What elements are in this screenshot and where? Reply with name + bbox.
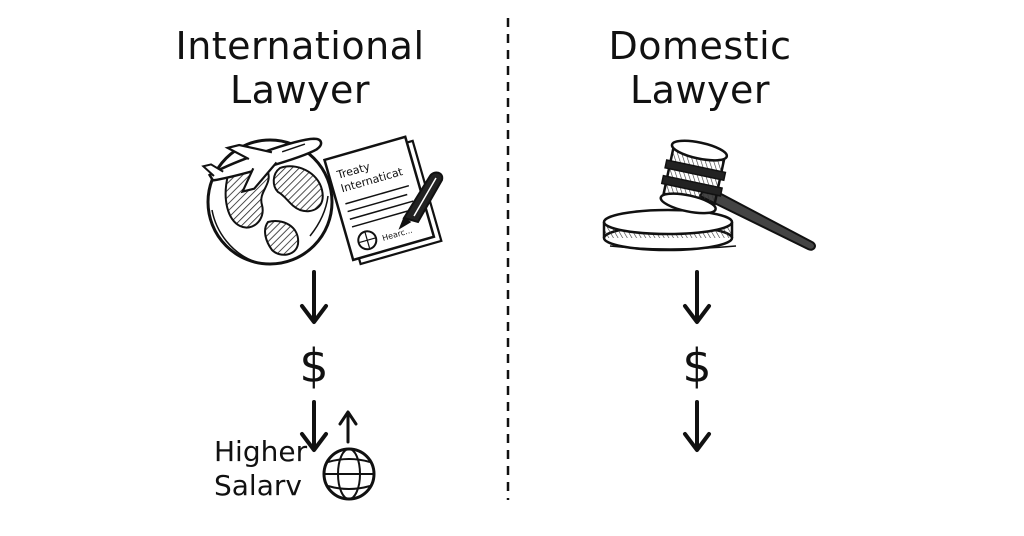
small-globe-icon bbox=[322, 447, 376, 501]
arrow-up-icon bbox=[338, 410, 358, 444]
airplane-icon bbox=[201, 137, 323, 194]
international-lawyer-title: International Lawyer bbox=[150, 24, 450, 112]
arrow-down-icon bbox=[300, 400, 328, 452]
treaty-document-icon: Treaty Internaticat Hearc... bbox=[322, 135, 443, 266]
title-left-line2: Lawyer bbox=[229, 68, 371, 112]
pen-icon bbox=[398, 171, 444, 230]
arrow-down-icon bbox=[683, 270, 711, 324]
title-left-line1: International bbox=[175, 24, 425, 68]
sound-block-icon bbox=[602, 208, 737, 252]
dollar-icon: $ bbox=[682, 339, 712, 393]
title-right-line2: Lawyer bbox=[629, 68, 771, 112]
domestic-lawyer-title: Domestic Lawyer bbox=[560, 24, 840, 112]
dollar-icon: $ bbox=[299, 339, 329, 393]
arrow-down-icon bbox=[300, 270, 328, 324]
higher-salary-note-line2: Salarv bbox=[214, 469, 302, 502]
gavel-icon bbox=[659, 139, 816, 251]
higher-salary-note-line1: Higher bbox=[214, 435, 308, 468]
arrow-down-icon bbox=[683, 400, 711, 452]
title-right-line1: Domestic bbox=[608, 24, 792, 68]
